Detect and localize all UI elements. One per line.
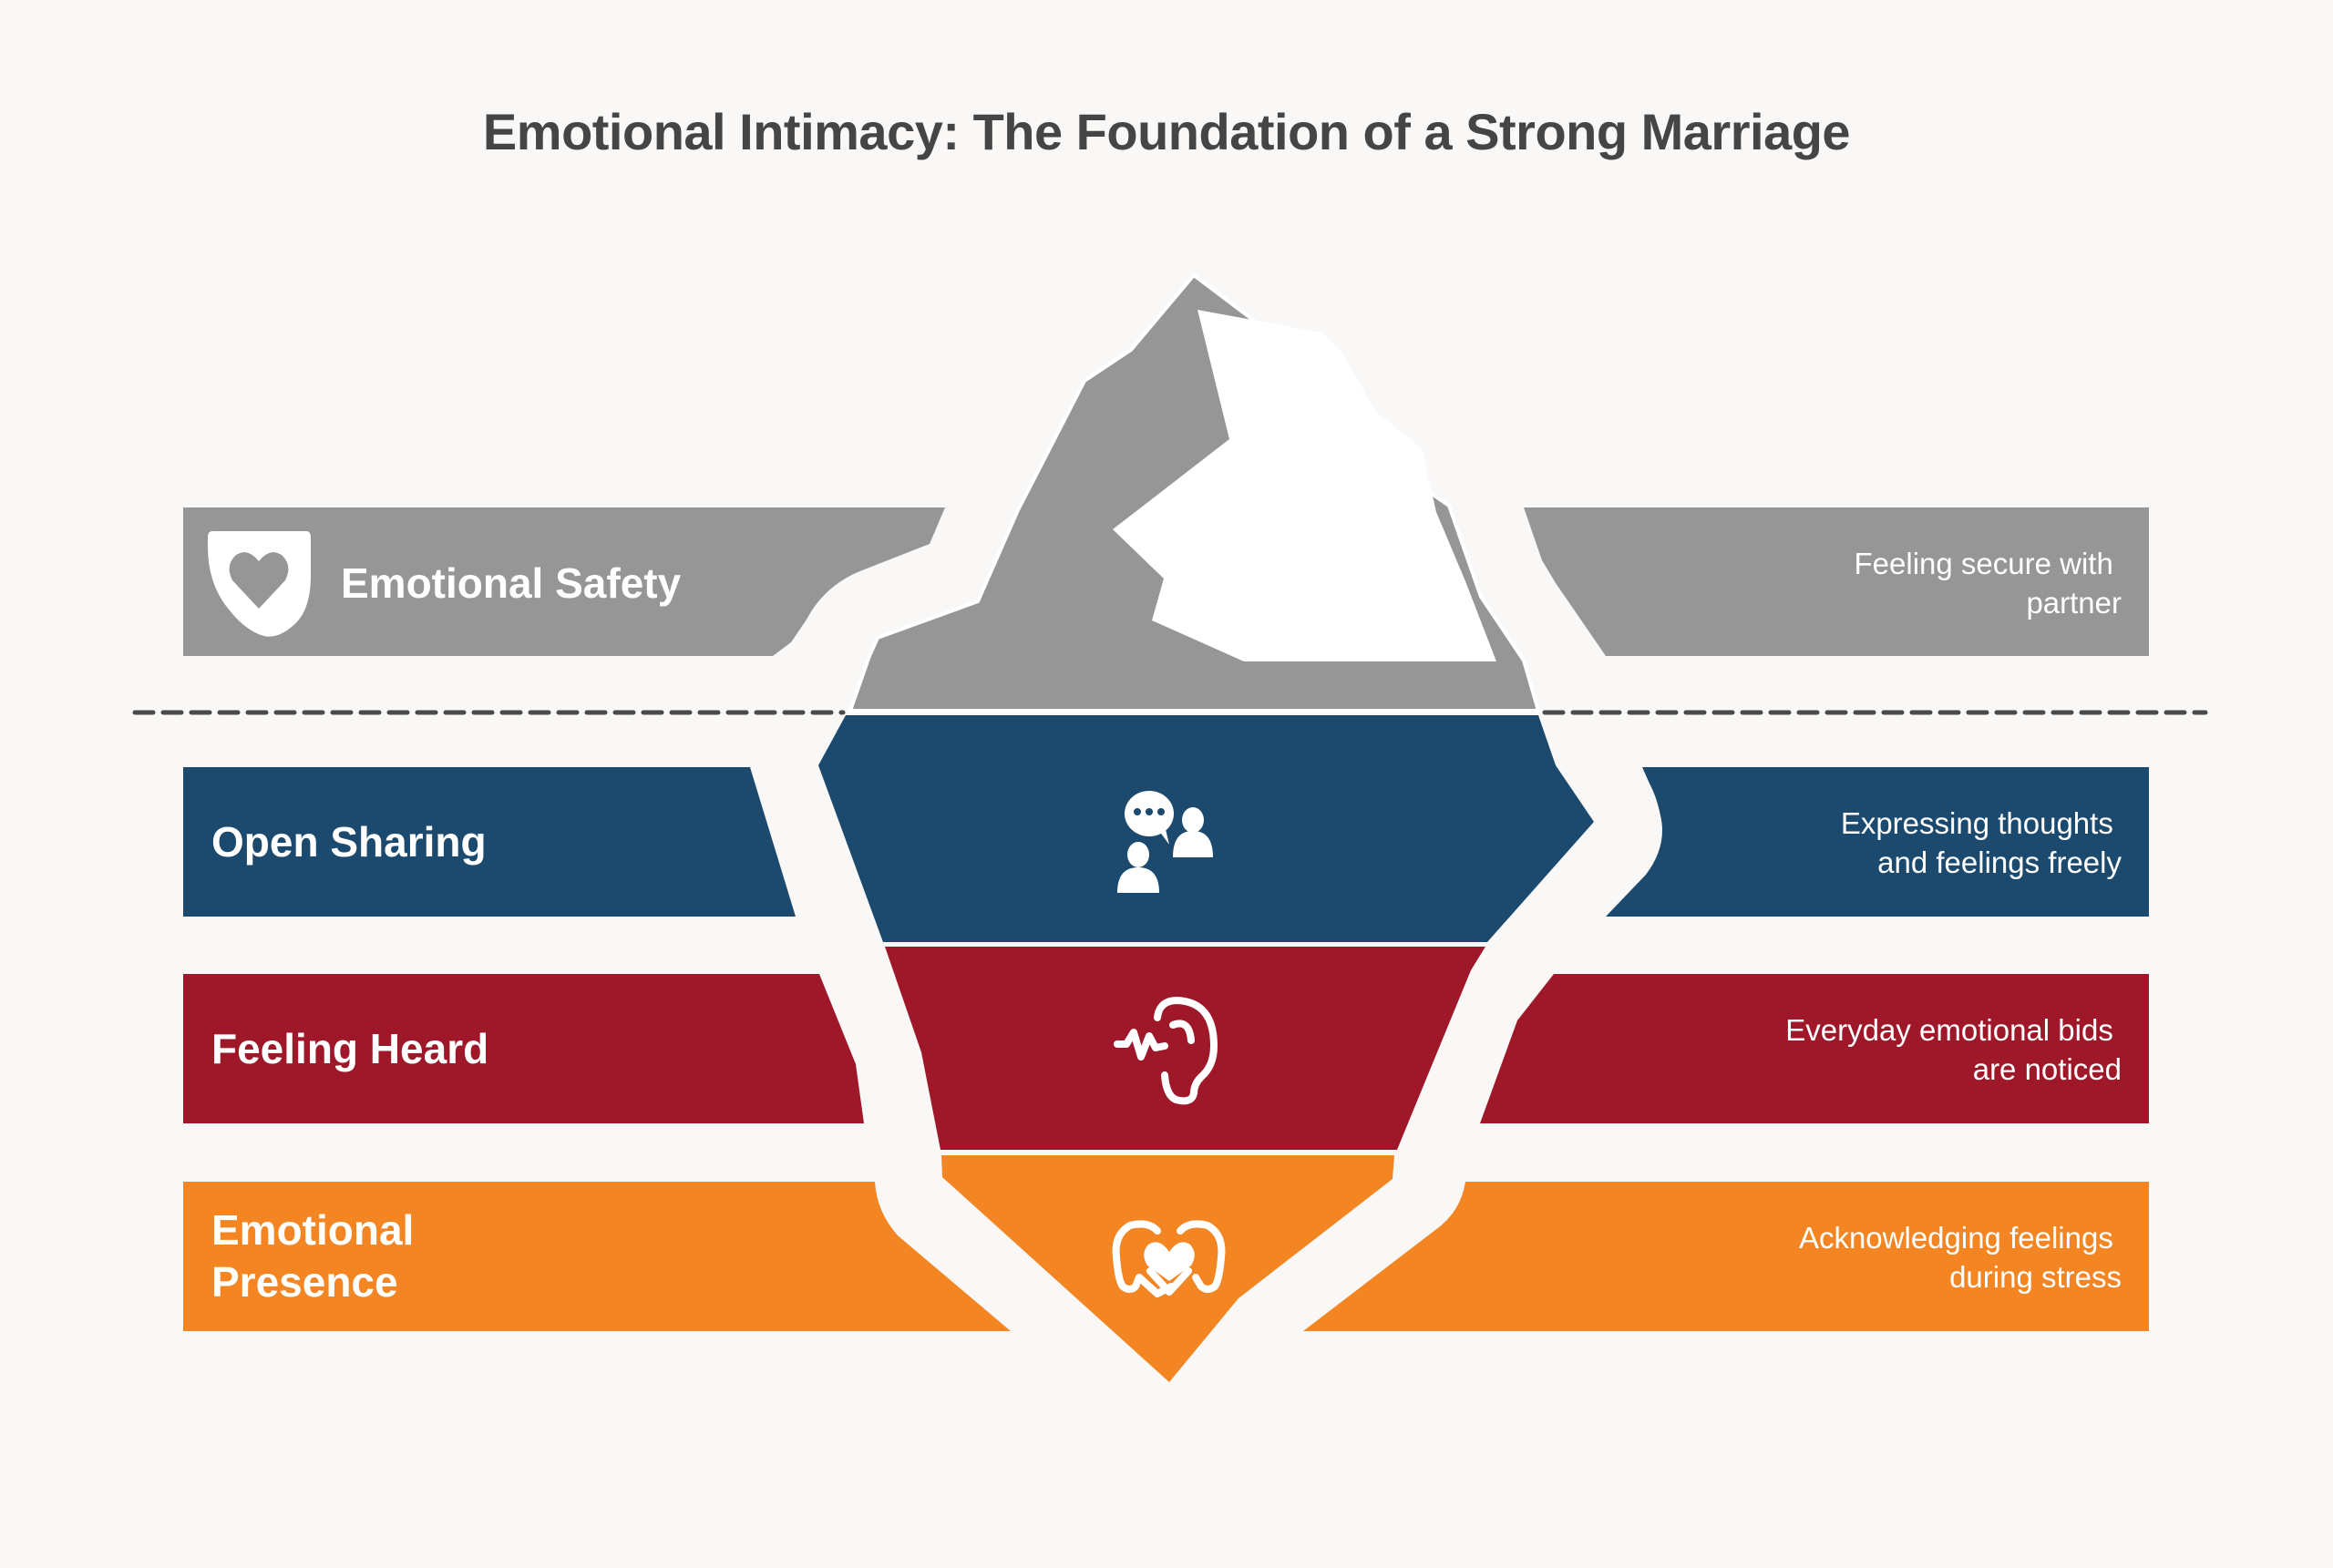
layer-open-sharing: Open Sharing Expressing thoughts and fee… [183, 715, 2149, 942]
emotional-presence-label-line: Presence [211, 1258, 398, 1306]
emotional-presence-description-line: Acknowledging feelings [1799, 1221, 2113, 1255]
open-sharing-iceberg-section [818, 715, 1594, 942]
emotional-presence-description: Acknowledging feelings during stress [1799, 1221, 2122, 1294]
open-sharing-description-line: Expressing thoughts [1841, 806, 2113, 840]
shield-heart-icon [208, 531, 311, 637]
tip-row: Emotional Safety Feeling secure with par… [183, 272, 2149, 712]
layer-emotional-presence: Emotional Presence Acknowledging feeling… [183, 1155, 2149, 1382]
open-sharing-right-band [1606, 767, 2149, 917]
open-sharing-description: Expressing thoughts and feelings freely [1841, 806, 2122, 879]
open-sharing-label: Open Sharing [211, 818, 487, 866]
hands-heart-icon-heart [1144, 1242, 1195, 1281]
open-sharing-label-line: Open Sharing [211, 818, 487, 866]
open-sharing-left-band [183, 767, 796, 917]
tip-label: Emotional Safety [341, 559, 682, 607]
tip-right-band [1524, 507, 2149, 656]
tip-description-line: partner [2026, 586, 2122, 620]
feeling-heard-description: Everyday emotional bids are noticed [1785, 1013, 2122, 1086]
diagram-title: Emotional Intimacy: The Foundation of a … [482, 103, 1851, 160]
tip-left-band [183, 507, 945, 656]
tip-description-line: Feeling secure with [1855, 547, 2113, 580]
people-speech-bubble-icon [1117, 791, 1213, 893]
layer-feeling-heard: Feeling Heard Everyday emotional bids ar… [183, 947, 2149, 1150]
feeling-heard-iceberg-section [885, 947, 1485, 1150]
emotional-presence-label-line: Emotional [211, 1206, 414, 1254]
feeling-heard-label-line: Feeling Heard [211, 1025, 488, 1072]
feeling-heard-label: Feeling Heard [211, 1025, 488, 1072]
feeling-heard-left-band [183, 974, 864, 1123]
open-sharing-description-line: and feelings freely [1877, 845, 2122, 879]
emotional-presence-description-line: during stress [1949, 1260, 2122, 1294]
emotional-presence-left-band [183, 1182, 1011, 1331]
ear-listening-icon [1114, 997, 1218, 1105]
iceberg-snow-highlight [1113, 310, 1496, 661]
feeling-heard-description-line: Everyday emotional bids [1785, 1013, 2113, 1047]
emotional-presence-right-band [1303, 1182, 2149, 1331]
emotional-presence-label: Emotional Presence [211, 1206, 426, 1306]
feeling-heard-right-band [1480, 974, 2149, 1123]
feeling-heard-description-line: are noticed [1973, 1052, 2122, 1086]
tip-description: Feeling secure with partner [1855, 547, 2122, 620]
hands-heart-icon [1112, 1220, 1226, 1297]
